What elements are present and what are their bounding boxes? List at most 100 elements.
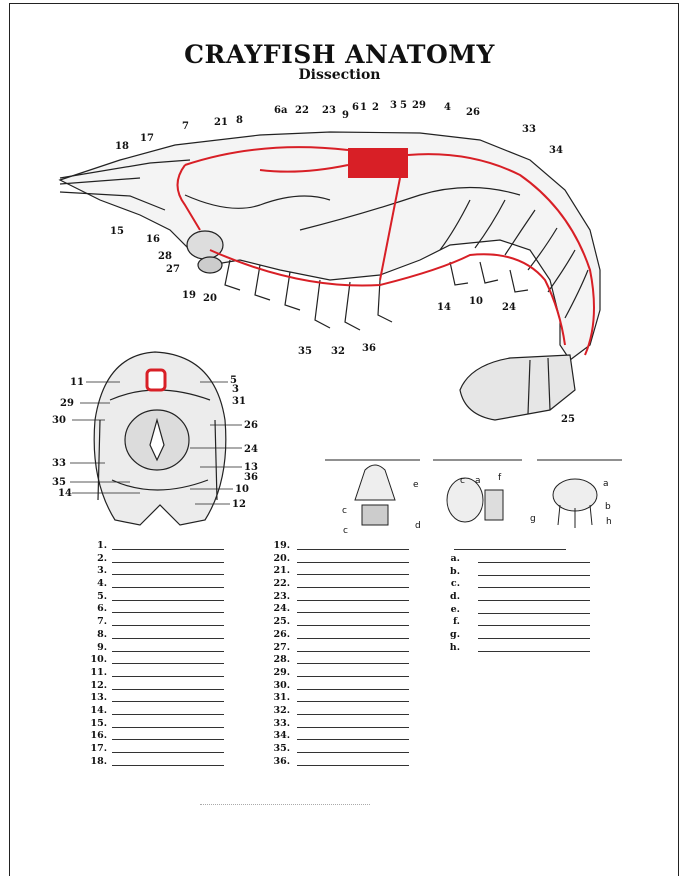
xs-label-3: 3 [232,384,239,395]
answer-blank[interactable] [478,562,590,563]
label-15: 15 [110,226,124,237]
cross-section-illustration [94,352,226,525]
label-26: 26 [466,107,480,118]
answer-number: 19. [268,540,290,551]
label-32: 32 [331,346,345,357]
answer-row: a. [0,553,590,566]
answer-number: 36. [268,756,290,767]
answer-blank[interactable] [297,739,409,740]
answer-blank[interactable] [297,663,409,664]
answer-row: 28. [0,654,409,667]
label-6a: 6a [274,105,288,116]
label-18: 18 [115,141,129,152]
label-27: 27 [166,264,180,275]
answer-blank[interactable] [297,549,409,550]
xs-label-26: 26 [244,420,258,431]
label-29: 29 [412,100,426,111]
answer-blank[interactable] [297,701,409,702]
answer-row: 32. [0,705,409,718]
answer-number: e. [438,604,460,615]
xs-label-24: 24 [244,444,258,455]
label-3: 3 [390,100,397,111]
detail-label-a2: a [603,479,609,489]
xs-label-33: 33 [52,458,66,469]
answer-blank[interactable] [478,587,590,588]
answer-column-3-header-line [454,549,566,550]
answer-number: b. [438,566,460,577]
answer-row: 33. [0,718,409,731]
answer-blank[interactable] [478,651,590,652]
label-22: 22 [295,105,309,116]
label-14: 14 [437,302,451,313]
answer-number: a. [438,553,460,564]
answer-row: g. [0,629,590,642]
answer-blank[interactable] [478,600,590,601]
detail-label-a1: a [475,476,481,486]
label-9: 9 [342,110,349,121]
answer-number: 34. [268,730,290,741]
answer-row: 35. [0,743,409,756]
label-34: 34 [549,145,563,156]
answer-blank[interactable] [478,613,590,614]
xs-label-12: 12 [232,499,246,510]
answer-blank[interactable] [478,575,590,576]
answer-row: 36. [0,756,409,769]
answer-blank[interactable] [297,727,409,728]
label-33: 33 [522,124,536,135]
label-5: 5 [400,100,407,111]
answer-number: 33. [268,718,290,729]
answer-blank[interactable] [297,676,409,677]
label-6: 6 [352,102,359,113]
label-17: 17 [140,133,154,144]
detail-label-d: d [415,521,421,531]
answer-number: h. [438,642,460,653]
label-16: 16 [146,234,160,245]
xs-label-35: 35 [52,477,66,488]
answer-row: 19. [0,540,409,553]
answer-row: e. [0,604,590,617]
label-10: 10 [469,296,483,307]
detail-label-e: e [413,480,419,490]
detail-label-h: h [606,517,612,527]
label-1: 1 [360,102,367,113]
answer-row: 34. [0,730,409,743]
xs-label-36: 36 [244,472,258,483]
detail-illustrations [325,460,622,528]
detail-label-g: g [530,514,536,524]
answer-number: 29. [268,667,290,678]
label-36: 36 [362,343,376,354]
xs-label-14: 14 [58,488,72,499]
detail-label-c3: c [460,476,465,486]
answer-column-3: a. b.c. d.e.f.g.h. [0,553,590,655]
label-28: 28 [158,251,172,262]
answer-blank[interactable] [478,638,590,639]
detail-label-b: b [605,502,611,512]
answer-row: 30. [0,680,409,693]
answer-number: 31. [268,692,290,703]
xs-label-29: 29 [60,398,74,409]
label-25: 25 [561,414,575,425]
answer-row: h. [0,642,590,655]
label-8: 8 [236,115,243,126]
detail-label-c1: c [342,506,347,516]
answer-blank[interactable] [297,765,409,766]
label-23: 23 [322,105,336,116]
label-19: 19 [182,290,196,301]
answer-blank[interactable] [297,714,409,715]
xs-label-31: 31 [232,396,246,407]
answer-row: d. [0,591,590,604]
answer-blank[interactable] [297,689,409,690]
label-20: 20 [203,293,217,304]
label-7: 7 [182,121,189,132]
answer-number: 35. [268,743,290,754]
xs-label-11: 11 [70,377,84,388]
label-35: 35 [298,346,312,357]
answer-blank[interactable] [478,625,590,626]
answer-blank[interactable] [297,752,409,753]
answer-number: c. [438,578,460,589]
answer-number: 32. [268,705,290,716]
answer-row: f. [0,616,590,629]
label-21: 21 [214,117,228,128]
detail-label-f: f [498,473,502,483]
footer-dotted-line [200,800,370,805]
